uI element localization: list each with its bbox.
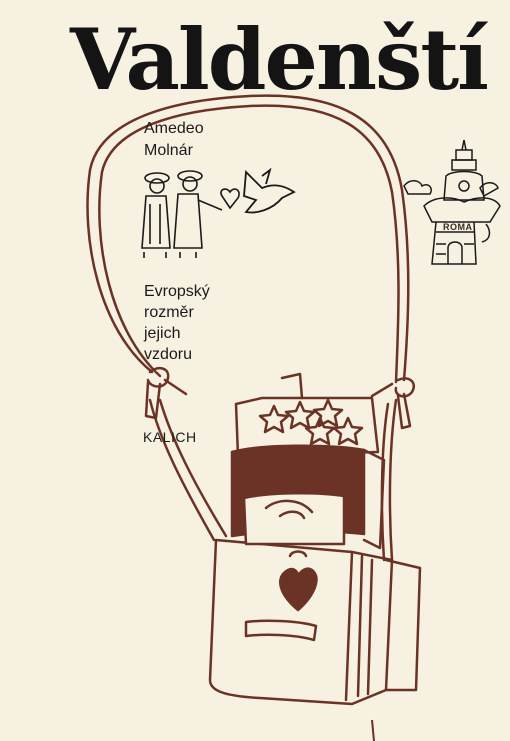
subtitle-line: rozměr — [144, 304, 194, 321]
author-first-name: Amedeo — [144, 120, 204, 137]
heart-emblem — [279, 567, 318, 612]
subtitle-line: Evropský — [144, 283, 210, 300]
roma-label: ROMA — [443, 222, 473, 232]
subtitle-line: vzdoru — [144, 346, 193, 363]
satchel — [208, 538, 422, 706]
book-subtitle: Evropský rozměr jejich vzdoru — [144, 281, 210, 365]
bag-strap — [86, 94, 415, 562]
roma-illustration — [403, 139, 501, 265]
publisher-name: KALICH — [143, 429, 197, 445]
books — [230, 372, 386, 550]
book-title: Valdenští — [70, 10, 489, 109]
author-last-name: Molnár — [144, 142, 193, 159]
author-name: Amedeo Molnár — [144, 118, 204, 162]
dove-icon — [243, 167, 296, 214]
pilgrim-figures — [141, 170, 240, 258]
subtitle-line: jejich — [144, 325, 181, 342]
